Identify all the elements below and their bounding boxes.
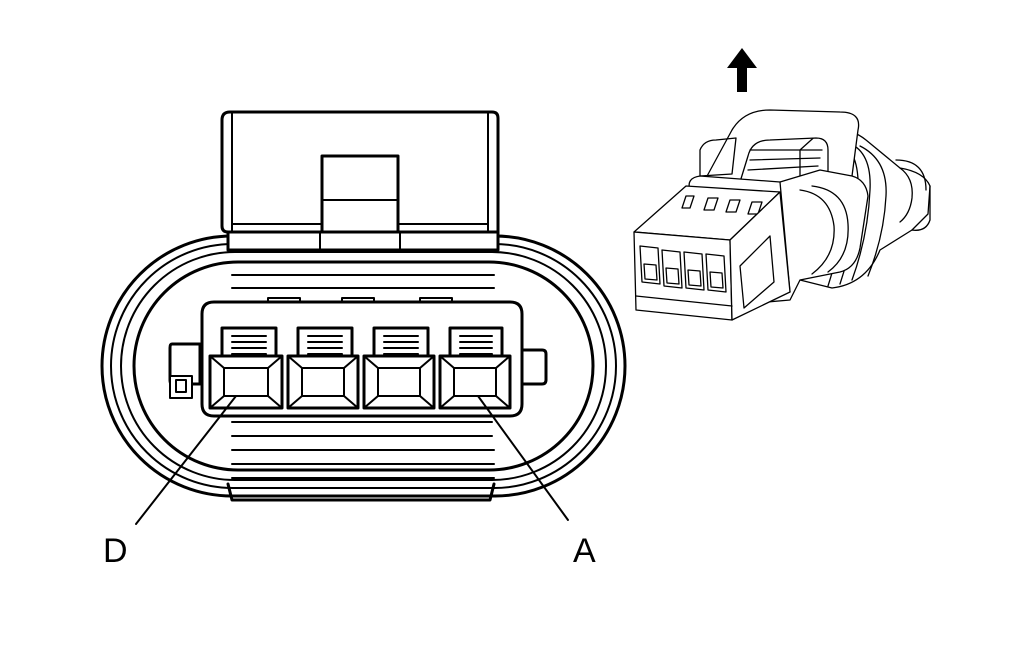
cavity-ribs bbox=[459, 335, 493, 355]
terminal-cavity-c bbox=[286, 326, 360, 410]
arrow-up-icon bbox=[727, 48, 757, 92]
connector-isometric-view bbox=[633, 48, 931, 321]
terminal-cavity-a bbox=[438, 326, 512, 410]
bottom-edge bbox=[226, 482, 496, 502]
front-face bbox=[633, 231, 733, 321]
lock-latch-front bbox=[699, 137, 737, 177]
front-bottom-line bbox=[635, 295, 733, 307]
tab-base-band bbox=[226, 230, 500, 252]
cavity-bevels bbox=[287, 355, 359, 409]
cavity-socket bbox=[362, 354, 436, 410]
seal-ring-3 bbox=[120, 251, 607, 481]
leader-line-a bbox=[477, 395, 569, 521]
front-top-slots bbox=[681, 195, 763, 215]
connector-face bbox=[100, 110, 627, 502]
cavity-ribs bbox=[231, 335, 267, 355]
rear-rib-1 bbox=[845, 141, 871, 281]
cavity-bevels bbox=[209, 355, 283, 409]
leader-line-d bbox=[135, 395, 237, 525]
guide-key-left-notch bbox=[175, 379, 187, 393]
cavity-socket-inner bbox=[453, 367, 497, 397]
front-side-face bbox=[729, 191, 791, 321]
rear-cap-top bbox=[895, 159, 927, 191]
side-window bbox=[739, 235, 775, 309]
cavity-socket-inner bbox=[377, 367, 421, 397]
front-cavities bbox=[639, 245, 727, 293]
pin-label-a: A bbox=[573, 532, 596, 570]
cavity-bevels bbox=[439, 355, 511, 409]
front-cavity-inner bbox=[643, 263, 724, 289]
pin-label-d: D bbox=[103, 532, 128, 570]
rear-rib-5 bbox=[899, 167, 913, 223]
rear-cap-edge bbox=[911, 185, 931, 231]
body-curve-2 bbox=[811, 185, 849, 273]
cavity-socket-inner bbox=[223, 367, 269, 397]
cavity-socket-inner bbox=[301, 367, 345, 397]
cavity-ribs bbox=[307, 335, 343, 355]
terminal-cavity-b bbox=[362, 326, 436, 410]
lock-latch-ribs bbox=[747, 149, 823, 171]
body-curve-1 bbox=[799, 189, 835, 275]
cavity-ribs bbox=[383, 335, 419, 355]
cavity-bevels bbox=[363, 355, 435, 409]
terminal-block-top-ribs bbox=[267, 297, 453, 303]
lock-latch-loop bbox=[705, 109, 860, 183]
lock-latch bbox=[320, 154, 400, 234]
rear-rib-2 bbox=[859, 145, 887, 277]
terminal-cavity-d bbox=[208, 326, 284, 410]
